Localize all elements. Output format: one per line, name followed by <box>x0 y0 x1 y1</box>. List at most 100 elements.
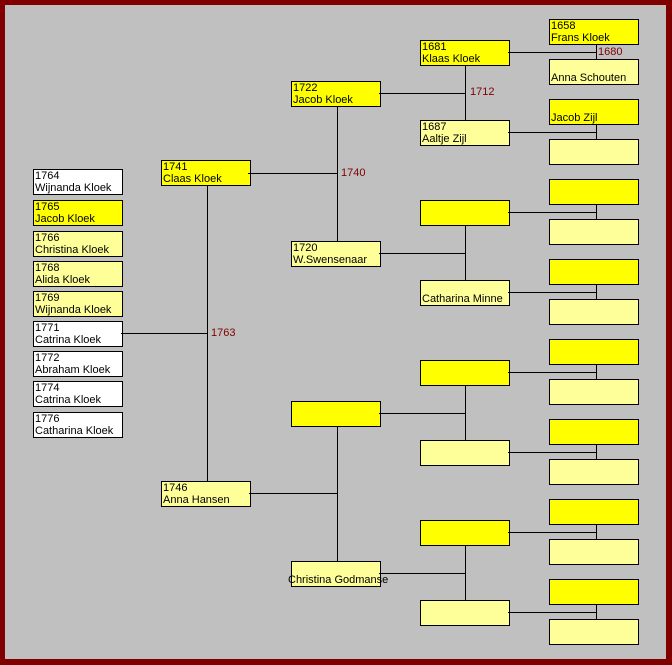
empty-ancestor-box[interactable] <box>549 299 639 325</box>
connector-line <box>596 204 597 219</box>
ancestor-box[interactable]: Jacob Zijl <box>549 99 639 125</box>
connector-line <box>508 532 596 533</box>
connector-line <box>596 524 597 539</box>
empty-ancestor-box[interactable] <box>549 339 639 365</box>
birth-year: 1746 <box>163 482 188 494</box>
empty-ancestor-box[interactable] <box>549 499 639 525</box>
ancestor-box[interactable] <box>420 520 510 546</box>
ancestor-box[interactable] <box>420 200 510 226</box>
grandparent-box[interactable] <box>291 401 381 427</box>
connector-line <box>248 173 337 174</box>
person-name: Anna Hansen <box>163 494 230 506</box>
birth-year: 1776 <box>35 413 60 425</box>
person-name: Catrina Kloek <box>35 334 102 346</box>
empty-ancestor-box[interactable] <box>549 419 639 445</box>
connector-line <box>465 545 466 600</box>
connector-line <box>465 225 466 280</box>
ancestor-box[interactable] <box>420 600 510 626</box>
person-name <box>422 373 509 385</box>
birth-year: 1768 <box>35 262 60 274</box>
birth-year: 1658 <box>551 20 576 32</box>
connector-line <box>596 364 597 379</box>
connector-line <box>596 124 597 139</box>
connector-line <box>379 573 465 574</box>
connector-line <box>508 612 596 613</box>
person-name: Catharina Minne <box>422 293 503 305</box>
birth-year <box>551 60 638 72</box>
empty-ancestor-box[interactable] <box>549 539 639 565</box>
person-name: Anna Schouten <box>551 72 627 84</box>
person-name <box>422 613 509 625</box>
empty-ancestor-box[interactable] <box>549 579 639 605</box>
person-name <box>551 152 638 164</box>
ancestor-box[interactable] <box>549 139 639 165</box>
person-name: Jacob Kloek <box>35 213 95 225</box>
empty-ancestor-box[interactable] <box>549 379 639 405</box>
ancestor-box[interactable]: Anna Schouten <box>549 59 639 85</box>
person-name: Wijnanda Kloek <box>35 182 112 194</box>
birth-year: 1720 <box>293 242 318 254</box>
connector-line <box>121 333 207 334</box>
empty-ancestor-box[interactable] <box>549 259 639 285</box>
connector-line <box>508 52 596 53</box>
ancestor-box[interactable]: Catharina Minne <box>420 280 510 306</box>
empty-ancestor-box[interactable] <box>549 219 639 245</box>
connector-line <box>465 65 466 120</box>
empty-ancestor-box[interactable] <box>549 459 639 485</box>
person-name: Alida Kloek <box>35 274 91 286</box>
person-name: Jacob Zijl <box>551 112 598 124</box>
grandparent-box[interactable]: Christina Godmanse <box>288 561 389 587</box>
connector-line <box>508 132 596 133</box>
birth-year <box>422 361 509 373</box>
birth-year: 1687 <box>422 121 447 133</box>
person-name: Aaltje Zijl <box>422 133 467 145</box>
person-name: W.Swensenaar <box>293 254 367 266</box>
person-name: Frans Kloek <box>551 32 610 44</box>
birth-year: 1764 <box>35 170 60 182</box>
connector-line <box>508 372 596 373</box>
connector-line <box>379 413 465 414</box>
person-name <box>293 414 380 426</box>
marriage-year: 1712 <box>470 86 495 98</box>
connector-line <box>337 106 338 241</box>
person-name: Christina Kloek <box>35 244 109 256</box>
person-name: Klaas Kloek <box>422 53 481 65</box>
empty-ancestor-box[interactable] <box>549 619 639 645</box>
connector-line <box>596 44 597 59</box>
marriage-year: 1680 <box>598 46 623 58</box>
empty-ancestor-box[interactable] <box>549 179 639 205</box>
person-name: Christina Godmanse <box>288 574 389 586</box>
birth-year <box>422 601 509 613</box>
birth-year: 1681 <box>422 41 447 53</box>
birth-year <box>422 281 509 293</box>
person-name: Abraham Kloek <box>35 364 111 376</box>
birth-year: 1774 <box>35 382 60 394</box>
connector-line <box>596 604 597 619</box>
birth-year: 1772 <box>35 352 60 364</box>
connector-line <box>596 284 597 299</box>
birth-year <box>551 140 638 152</box>
birth-year <box>293 562 380 574</box>
ancestor-box[interactable] <box>420 360 510 386</box>
person-name: Catrina Kloek <box>35 394 102 406</box>
connector-line <box>508 292 596 293</box>
ancestor-box[interactable] <box>420 440 510 466</box>
connector-line <box>379 253 465 254</box>
